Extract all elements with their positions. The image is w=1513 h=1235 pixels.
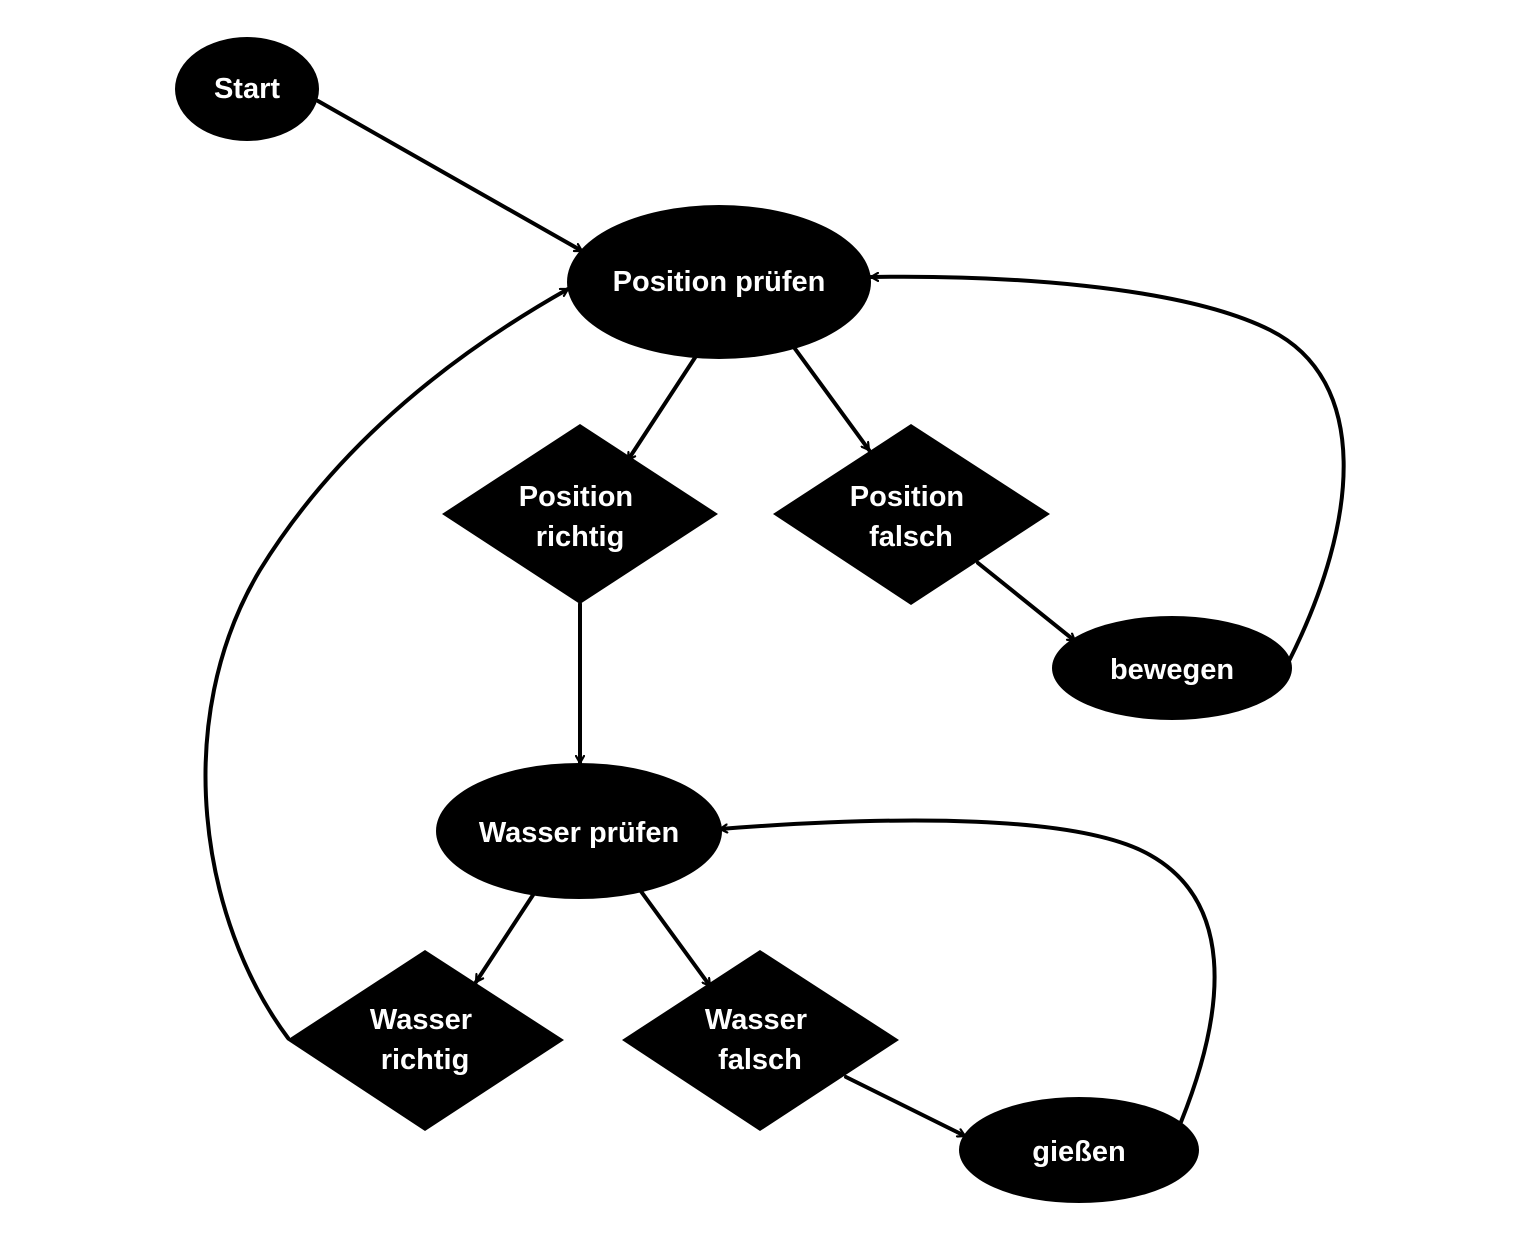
node-label: bewegen — [1110, 654, 1234, 686]
node-label: Position prüfen — [613, 266, 826, 298]
edge-giessen-to-wasser-pruefen — [718, 818, 1217, 1124]
node-shape-diamond — [287, 950, 564, 1131]
node-position-falsch: Position falsch — [773, 424, 1050, 605]
node-label-line: falsch — [718, 1044, 802, 1076]
node-wasser-falsch: Wasser falsch — [622, 950, 899, 1131]
node-shape-ellipse — [436, 763, 722, 899]
edge-wasser-falsch-to-giessen — [844, 1075, 967, 1138]
node-label-line: Start — [214, 73, 280, 105]
node-shape-ellipse — [567, 205, 871, 359]
edge-position-pruefen-to-position-richtig — [626, 351, 700, 462]
node-label-line: Wasser — [370, 1004, 472, 1036]
node-wasser-pruefen: Wasser prüfen — [436, 763, 722, 899]
node-start: Start — [175, 37, 319, 141]
node-wasser-richtig: Wasser richtig — [287, 950, 564, 1131]
node-label-line: Position — [519, 481, 633, 513]
node-shape-diamond — [773, 424, 1050, 605]
node-label-line: Position — [850, 481, 964, 513]
edge-position-falsch-to-bewegen — [976, 561, 1077, 643]
node-label-line: Wasser — [705, 1004, 807, 1036]
node-label-line: bewegen — [1110, 654, 1234, 686]
edge-position-pruefen-to-position-falsch — [791, 344, 871, 452]
node-label-line: richtig — [536, 521, 625, 553]
edges — [203, 99, 1346, 1138]
edge-start-to-position-pruefen — [316, 99, 584, 253]
edge-bewegen-to-position-pruefen — [869, 277, 1346, 663]
node-label: Position falsch — [850, 481, 972, 553]
node-label: Wasser prüfen — [479, 817, 679, 849]
node-label-line: falsch — [869, 521, 953, 553]
node-shape-ellipse — [959, 1097, 1199, 1203]
node-label: Position richtig — [519, 481, 641, 553]
node-label-line: Wasser prüfen — [479, 817, 679, 849]
node-shape-diamond — [442, 424, 718, 604]
node-shape-ellipse — [175, 37, 319, 141]
node-label: Wasser falsch — [705, 1004, 815, 1076]
node-position-pruefen: Position prüfen — [567, 205, 871, 359]
edge-wasser-richtig-to-position-pruefen — [203, 287, 570, 1040]
node-shape-diamond — [622, 950, 899, 1131]
edge-wasser-pruefen-to-wasser-richtig — [474, 893, 535, 984]
node-bewegen: bewegen — [1052, 616, 1292, 720]
node-label: Start — [214, 73, 280, 105]
edge-wasser-pruefen-to-wasser-falsch — [638, 888, 712, 988]
node-giessen: gießen — [959, 1097, 1199, 1203]
node-label: gießen — [1032, 1136, 1125, 1168]
node-label: Wasser richtig — [370, 1004, 480, 1076]
node-label-line: richtig — [381, 1044, 470, 1076]
node-label-line: gießen — [1032, 1136, 1125, 1168]
nodes: Start Position prüfen Position richtig P… — [175, 37, 1292, 1203]
node-position-richtig: Position richtig — [442, 424, 718, 604]
node-shape-ellipse — [1052, 616, 1292, 720]
node-label-line: Position prüfen — [613, 266, 826, 298]
